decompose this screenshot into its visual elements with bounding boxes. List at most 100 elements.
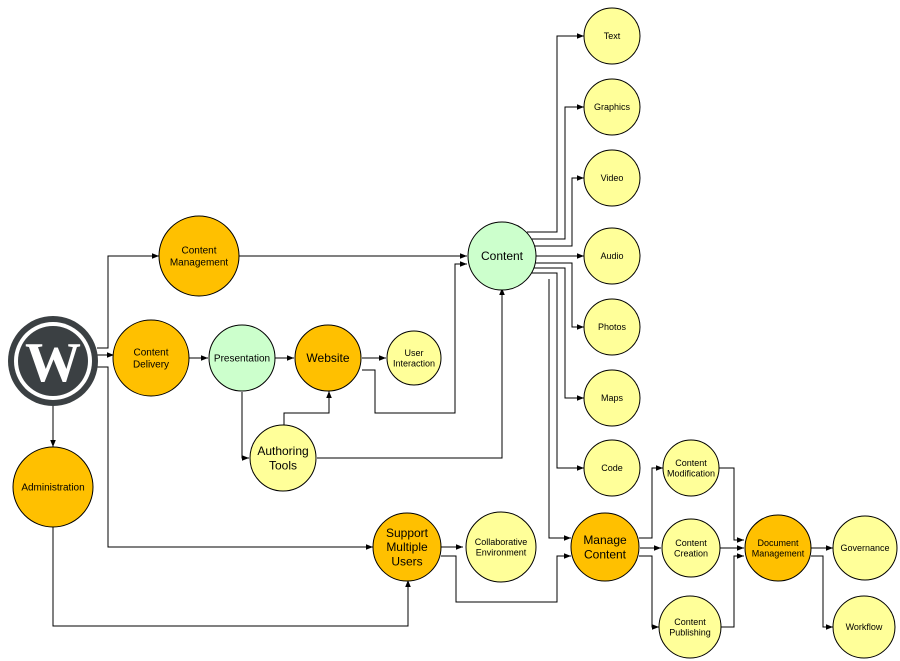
node-label: Document xyxy=(757,538,799,548)
node-circle xyxy=(112,319,190,397)
node-label: Collaborative xyxy=(475,537,528,547)
node-label: Multiple xyxy=(386,540,428,554)
node-label: Website xyxy=(306,351,349,365)
node-code: Code xyxy=(583,439,641,497)
node-label: Management xyxy=(170,258,229,269)
node-label: Support xyxy=(386,526,429,540)
node-label: Interaction xyxy=(393,359,435,369)
node-label: Workflow xyxy=(846,622,883,632)
node-circle xyxy=(249,424,317,492)
node-label: Creation xyxy=(674,549,708,559)
node-circle xyxy=(386,330,442,386)
node-text: Text xyxy=(583,7,641,65)
node-label: Text xyxy=(604,31,621,41)
node-label: Content xyxy=(674,617,706,627)
edge-manage-publishing xyxy=(639,555,659,630)
node-label: Content xyxy=(181,246,216,257)
node-circle xyxy=(570,512,640,582)
node-label: Content xyxy=(481,249,524,263)
node-label: Governance xyxy=(840,543,889,553)
node-label: Administration xyxy=(21,483,84,494)
node-label: Photos xyxy=(598,322,627,332)
edge-content-photos xyxy=(534,262,584,330)
node-circle xyxy=(662,439,720,497)
node-video: Video xyxy=(583,149,641,207)
node-label: Publishing xyxy=(669,628,711,638)
node-circle xyxy=(583,7,641,65)
node-content: Content xyxy=(467,221,537,291)
wordpress-logo-letter: W xyxy=(25,332,81,394)
node-presentation: Presentation xyxy=(208,324,276,392)
edge-authoring-content xyxy=(317,288,505,459)
node-circle xyxy=(465,511,537,583)
node-label: Video xyxy=(601,173,624,183)
node-label: Management xyxy=(752,549,805,559)
edge-website-content xyxy=(362,261,467,414)
edge-manage-modification xyxy=(639,465,663,539)
node-photos: Photos xyxy=(583,298,641,356)
node-label: Delivery xyxy=(133,360,169,371)
edge-docmgmt-workflow xyxy=(811,555,833,630)
edge-content-maps xyxy=(532,267,584,401)
node-governance: Governance xyxy=(832,515,898,581)
edge-content-graphics xyxy=(532,104,584,240)
node-audio: Audio xyxy=(583,227,641,285)
node-label: Graphics xyxy=(594,102,631,112)
node-circle xyxy=(158,215,240,297)
connectors xyxy=(50,33,833,630)
node-label: Content xyxy=(675,538,707,548)
node-label: Authoring xyxy=(257,444,308,458)
node-label: Environment xyxy=(476,548,527,558)
node-workflow: Workflow xyxy=(832,595,896,659)
edge-content-manage xyxy=(548,279,571,541)
node-maps: Maps xyxy=(583,369,641,427)
node-circle xyxy=(583,298,641,356)
node-circle xyxy=(661,518,721,578)
node-label: Maps xyxy=(601,393,624,403)
node-circle xyxy=(583,78,641,136)
node-circle xyxy=(832,595,896,659)
node-circle xyxy=(208,324,276,392)
node-circle xyxy=(12,446,94,528)
node-circle xyxy=(583,439,641,497)
node-administration: Administration xyxy=(12,446,94,528)
node-label: Tools xyxy=(269,458,297,472)
edge-content-video xyxy=(534,175,584,247)
edge-presentation-authoring xyxy=(241,392,249,461)
node-label: Content xyxy=(675,458,707,468)
node-circle xyxy=(467,221,537,291)
node-circle xyxy=(294,324,362,392)
node-circle xyxy=(583,149,641,207)
edge-support-manage xyxy=(441,553,571,603)
edge-content-code xyxy=(528,272,584,471)
node-label: Presentation xyxy=(214,354,270,365)
node-label: Content xyxy=(584,547,627,561)
node-circle xyxy=(658,595,722,659)
node-label: Content xyxy=(133,348,168,359)
node-label: Modification xyxy=(667,469,715,479)
nodes: ContentManagementContentDeliveryAdminist… xyxy=(12,7,898,659)
edge-content-text xyxy=(527,33,584,233)
node-label: Code xyxy=(601,463,623,473)
node-circle xyxy=(832,515,898,581)
edge-admin-support xyxy=(52,527,411,627)
node-website: Website xyxy=(294,324,362,392)
node-label: Users xyxy=(391,555,422,569)
node-label: User xyxy=(404,348,423,358)
node-label: Manage xyxy=(583,533,627,547)
wordpress-logo-icon: W xyxy=(8,316,98,406)
edge-modification-docmgmt xyxy=(719,467,744,543)
node-circle xyxy=(583,227,641,285)
node-label: Audio xyxy=(600,251,623,261)
